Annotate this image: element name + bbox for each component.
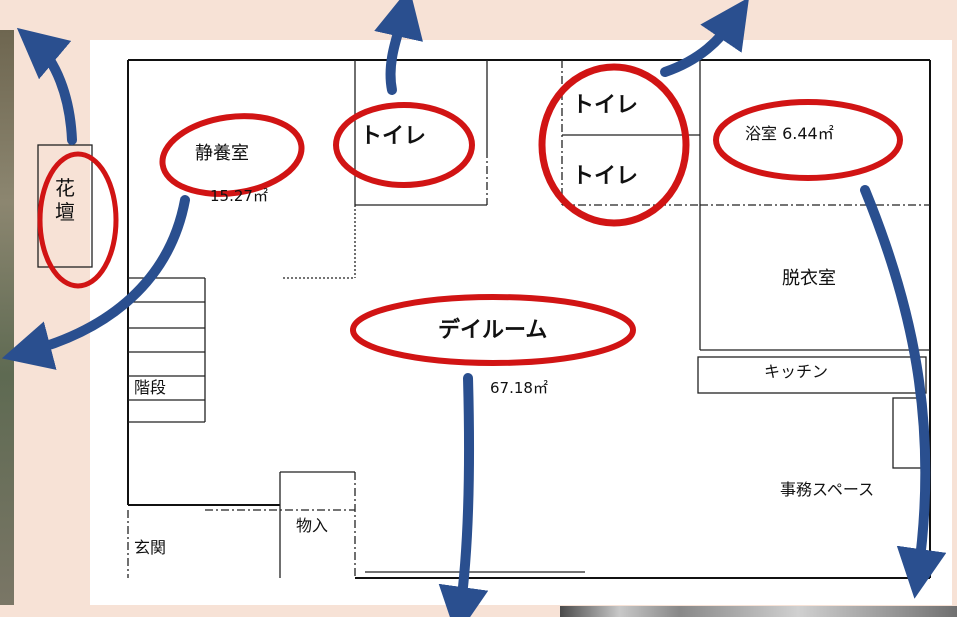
entrance-label: 玄関 xyxy=(134,538,167,557)
toilet-3-label: トイレ xyxy=(572,164,639,189)
rest-room-area: 15.27㎡ xyxy=(210,187,268,205)
day-room-area: 67.18㎡ xyxy=(490,379,548,397)
flowerbed-label: 花壇 xyxy=(55,176,75,224)
day-room-label: デイルーム xyxy=(438,318,548,343)
stairs-label: 階段 xyxy=(134,378,167,397)
floor-plan-sheet xyxy=(90,40,952,605)
changing-room-label: 脱衣室 xyxy=(782,268,836,289)
kitchen-label: キッチン xyxy=(764,362,829,381)
toilet-2-label: トイレ xyxy=(572,93,639,118)
toilet-1-label: トイレ xyxy=(360,124,427,149)
bath-label: 浴室 6.44㎡ xyxy=(745,124,834,143)
photo-strip-left xyxy=(0,30,14,605)
highlight-ovals xyxy=(37,63,903,366)
photo-strip-bottom xyxy=(560,606,957,617)
office-space-label: 事務スペース xyxy=(780,480,875,499)
storage-label: 物入 xyxy=(296,516,329,535)
rest-room-label: 静養室 xyxy=(195,143,249,164)
interior-lines xyxy=(37,60,930,578)
